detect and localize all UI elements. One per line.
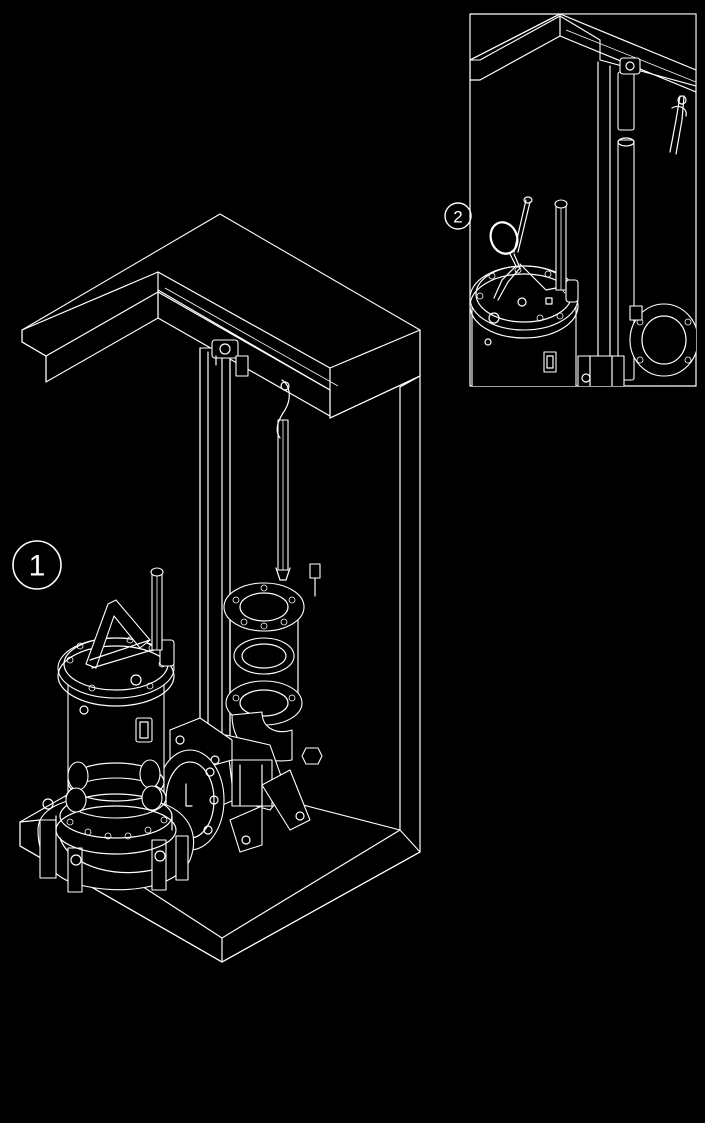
detail-ceiling bbox=[470, 14, 696, 93]
detail-chain bbox=[669, 95, 687, 155]
pump-lifting-handle bbox=[85, 599, 153, 669]
motor-flange-bolts bbox=[66, 816, 168, 840]
guide-rail bbox=[199, 347, 231, 739]
duckfoot-bend bbox=[169, 711, 323, 853]
callout-1: 1 bbox=[12, 540, 62, 590]
pump-volute bbox=[37, 795, 195, 893]
detail-view: 2 bbox=[444, 13, 697, 387]
detail-discharge-flange bbox=[629, 303, 696, 377]
pump-top-cover bbox=[57, 636, 175, 707]
pump-guide-claw bbox=[150, 567, 164, 651]
callout-2-label: 2 bbox=[453, 208, 462, 227]
lifting-chain bbox=[275, 379, 291, 581]
detail-pump bbox=[470, 265, 579, 386]
main-view: 1 bbox=[12, 213, 421, 963]
callout-2: 2 bbox=[444, 202, 472, 230]
detail-wall bbox=[597, 61, 611, 386]
callout-1-label: 1 bbox=[29, 550, 46, 583]
pit-back-wall bbox=[399, 375, 421, 853]
pit-ceiling-slab bbox=[21, 213, 421, 419]
upper-guide-bracket bbox=[211, 339, 249, 377]
detail-guide-claw bbox=[554, 199, 568, 291]
detail-base bbox=[577, 355, 625, 386]
discharge-pipe bbox=[223, 563, 321, 726]
